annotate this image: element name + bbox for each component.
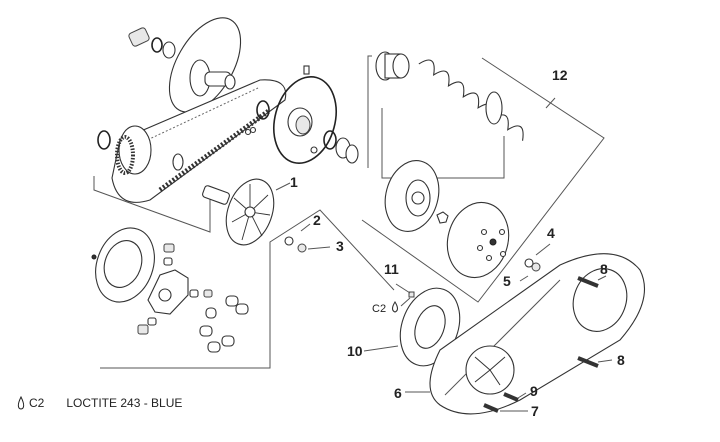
callout-7: 7 bbox=[531, 403, 539, 419]
washer bbox=[172, 153, 184, 171]
group-frame-clutch-left bbox=[367, 55, 372, 168]
roller-hub bbox=[147, 269, 189, 315]
shaft-bushing bbox=[202, 185, 230, 205]
group-frame-spring bbox=[381, 108, 505, 179]
legend-code: C2 bbox=[29, 396, 45, 410]
pulley-bearing bbox=[128, 27, 176, 59]
drop-icon bbox=[17, 396, 25, 410]
clutch-spring-cup bbox=[375, 51, 410, 81]
o-ring bbox=[97, 130, 111, 150]
group-frame-roller bbox=[100, 209, 395, 369]
legend: C2 LOCTITE 243 - BLUE bbox=[16, 396, 182, 410]
clutch-shoes bbox=[384, 160, 440, 232]
nut-3 bbox=[297, 243, 307, 253]
seal-ring bbox=[256, 100, 270, 120]
callout-5: 5 bbox=[503, 273, 511, 289]
washer-nut-4-5 bbox=[524, 258, 541, 272]
callout-8-lower: 8 bbox=[617, 352, 625, 368]
callout-4: 4 bbox=[547, 225, 555, 241]
washer-2 bbox=[284, 236, 294, 246]
group-frame-clutch bbox=[361, 57, 605, 303]
secondary-pulley-movable bbox=[273, 65, 337, 165]
clutch-bell bbox=[446, 201, 510, 279]
clutch-spring bbox=[418, 59, 524, 141]
screw-11 bbox=[408, 291, 415, 298]
callout-11: 11 bbox=[384, 261, 399, 277]
variator-cover-plate bbox=[91, 227, 155, 303]
threadlock-code-marker: C2 bbox=[372, 303, 386, 315]
transmission-cover-6 bbox=[429, 253, 646, 415]
slider-pieces bbox=[137, 243, 213, 335]
clutch-drum-gear bbox=[115, 125, 152, 175]
pulley-rings bbox=[323, 130, 359, 164]
leader-lines bbox=[275, 97, 613, 412]
callout-6: 6 bbox=[394, 385, 402, 401]
clutch-nut bbox=[436, 211, 449, 224]
callout-12: 12 bbox=[552, 67, 568, 83]
callout-8-upper: 8 bbox=[600, 261, 608, 277]
cover-bolts bbox=[483, 276, 599, 413]
group-frame-variator bbox=[93, 176, 211, 233]
small-key bbox=[244, 126, 257, 136]
callout-9: 9 bbox=[530, 383, 538, 399]
drive-pulley-fan bbox=[225, 178, 275, 246]
secondary-pulley-fixed bbox=[168, 17, 242, 113]
callout-2: 2 bbox=[313, 212, 321, 228]
callout-1: 1 bbox=[290, 174, 298, 190]
callout-10: 10 bbox=[347, 343, 363, 359]
rollers bbox=[199, 295, 249, 353]
callout-3: 3 bbox=[336, 238, 344, 254]
threadlock-drop-icon bbox=[391, 300, 399, 313]
legend-text: LOCTITE 243 - BLUE bbox=[66, 396, 183, 410]
